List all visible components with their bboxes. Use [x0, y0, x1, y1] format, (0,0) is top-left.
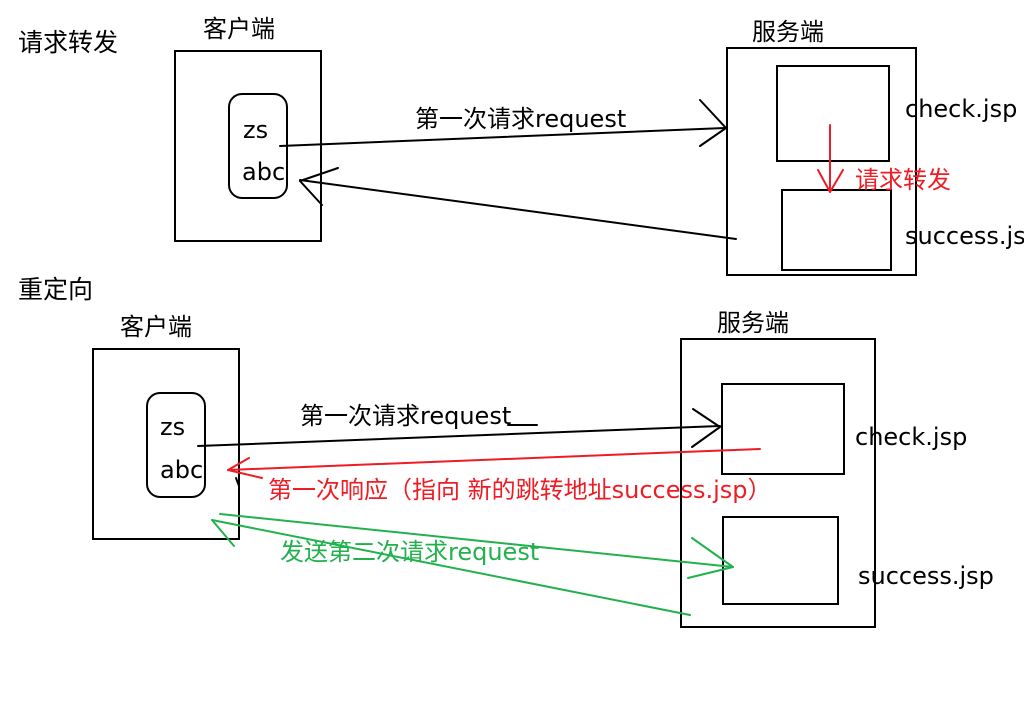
redirect-request-arrow	[197, 425, 721, 447]
forward-client-box	[174, 50, 322, 242]
forward-internal-label: 请求转发	[855, 166, 951, 194]
forward-request-arrow	[279, 127, 726, 147]
redirect-check-file-label: check.jsp	[855, 423, 968, 451]
forward-response-arrow	[299, 179, 737, 240]
redirect-check-page-box	[721, 383, 845, 475]
redirect-response-arrow	[227, 448, 761, 471]
forward-server-label: 服务端	[752, 18, 824, 46]
redirect-client-field-password: abc	[160, 456, 204, 484]
redirect-response-arrowhead	[227, 457, 263, 479]
forward-section-title: 请求转发	[18, 28, 119, 57]
forward-client-field-password: abc	[242, 158, 286, 186]
redirect-response-label: 第一次响应（指向 新的跳转地址success.jsp）	[268, 476, 772, 504]
forward-success-file-label: success.jsp	[905, 222, 1024, 250]
redirect-client-label: 客户端	[120, 313, 192, 341]
redirect-second-response-arrowhead	[211, 519, 235, 547]
forward-check-page-box	[776, 65, 890, 162]
forward-request-label: 第一次请求request	[415, 105, 627, 133]
redirect-second-request-arrow	[219, 513, 734, 568]
redirect-success-file-label: success.jsp	[858, 562, 994, 590]
forward-client-label: 客户端	[203, 15, 275, 43]
redirect-server-label: 服务端	[717, 309, 789, 337]
redirect-request-label: 第一次请求request	[300, 402, 512, 430]
redirect-section-title: 重定向	[18, 275, 94, 304]
forward-response-arrowhead	[299, 167, 339, 206]
redirect-client-field-username: zs	[160, 413, 186, 441]
forward-request-arrowhead	[699, 99, 727, 147]
forward-internal-arrowhead	[817, 169, 844, 193]
forward-success-page-box	[781, 189, 892, 271]
forward-client-field-username: zs	[243, 116, 269, 144]
forward-server-box	[726, 47, 917, 276]
redirect-request-arrowhead	[691, 408, 721, 448]
redirect-response-tick	[235, 477, 240, 487]
redirect-second-request-arrowhead	[687, 537, 734, 579]
redirect-server-box	[680, 338, 876, 628]
redirect-second-response-arrow	[211, 519, 691, 616]
forward-check-file-label: check.jsp	[905, 95, 1018, 123]
